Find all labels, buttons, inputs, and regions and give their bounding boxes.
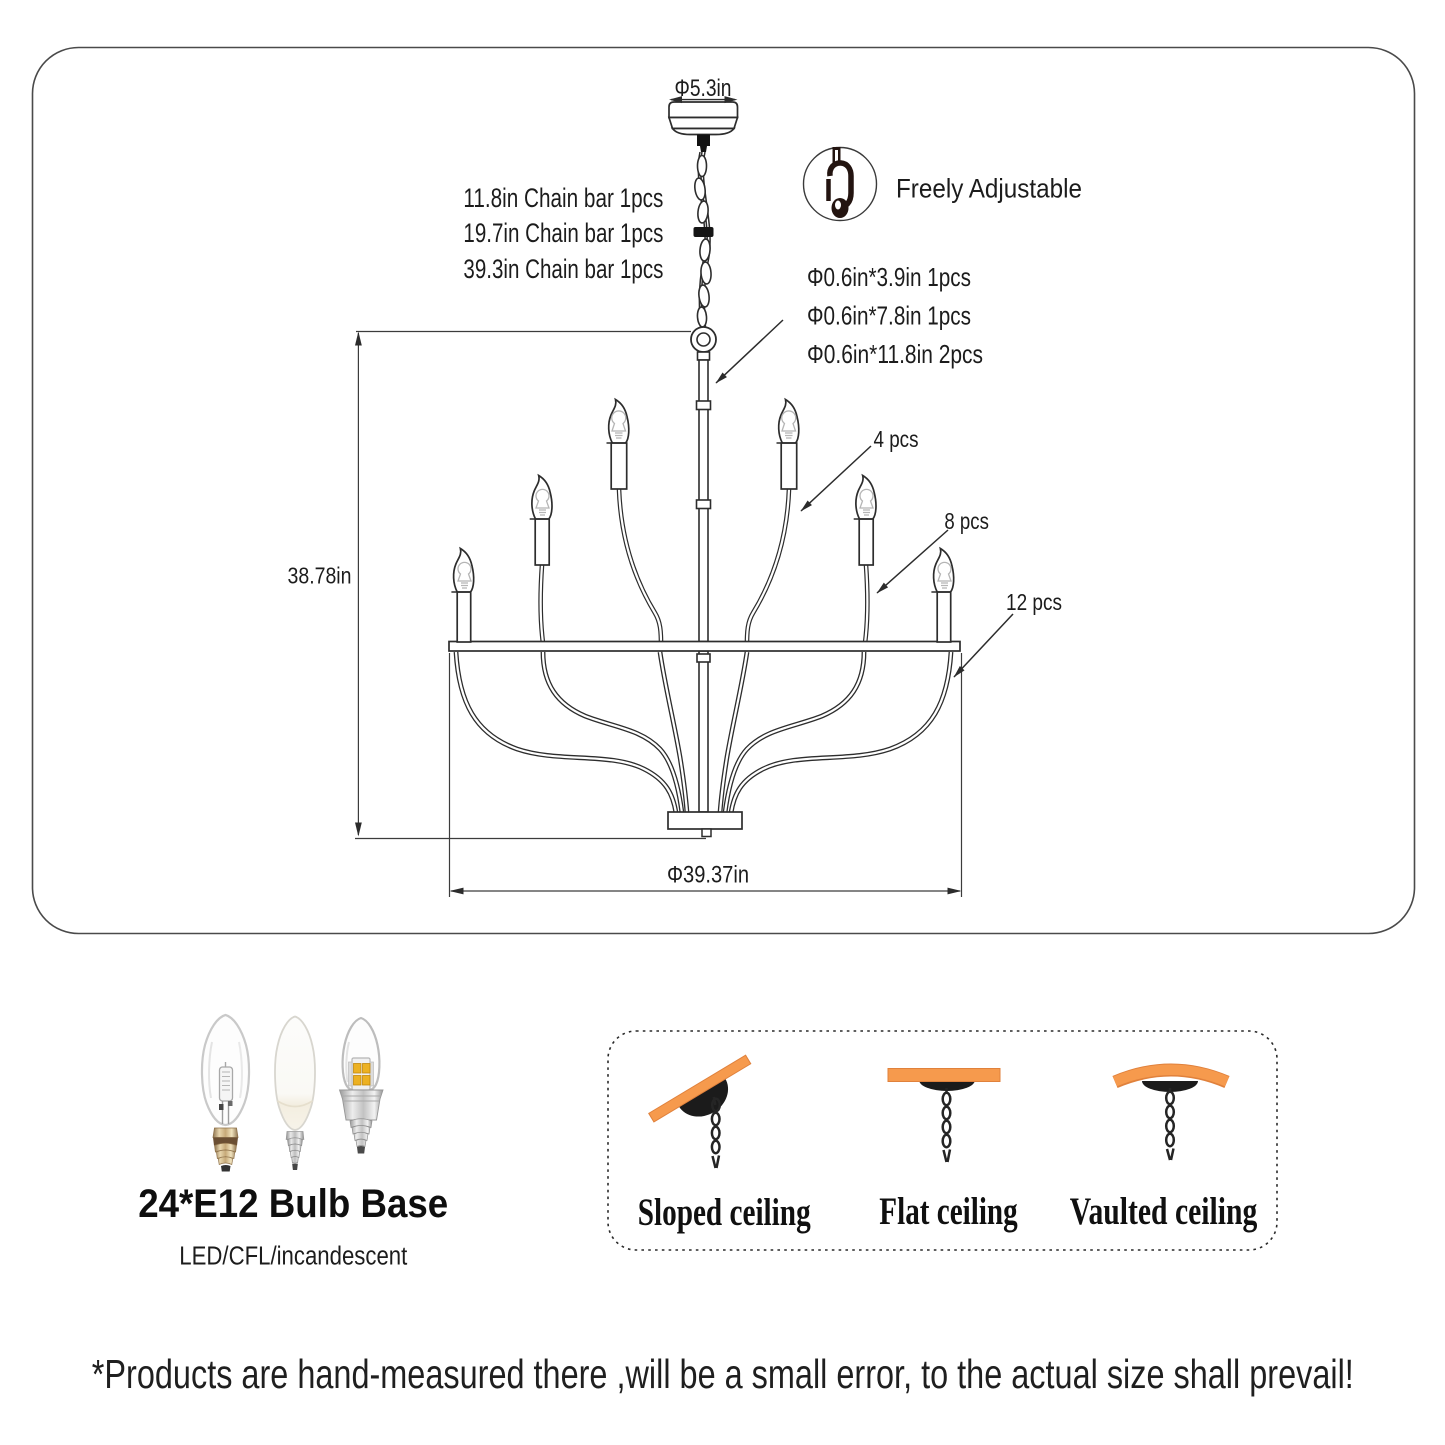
svg-text:Sloped ceiling: Sloped ceiling bbox=[638, 1191, 811, 1234]
svg-text:LED/CFL/incandescent: LED/CFL/incandescent bbox=[179, 1243, 407, 1271]
svg-text:Φ5.3in: Φ5.3in bbox=[675, 75, 732, 102]
svg-text:19.7in Chain bar 1pcs: 19.7in Chain bar 1pcs bbox=[463, 218, 663, 248]
svg-text:Freely Adjustable: Freely Adjustable bbox=[896, 174, 1082, 204]
svg-text:38.78in: 38.78in bbox=[288, 563, 352, 589]
svg-text:Φ0.6in*3.9in 1pcs: Φ0.6in*3.9in 1pcs bbox=[807, 262, 971, 292]
svg-text:12 pcs: 12 pcs bbox=[1006, 589, 1062, 615]
svg-text:39.3in Chain bar 1pcs: 39.3in Chain bar 1pcs bbox=[463, 254, 663, 284]
svg-text:11.8in Chain bar 1pcs: 11.8in Chain bar 1pcs bbox=[463, 183, 663, 213]
svg-text:*Products are hand-measured th: *Products are hand-measured there ,will … bbox=[92, 1351, 1354, 1397]
svg-text:Flat ceiling: Flat ceiling bbox=[879, 1190, 1018, 1233]
svg-text:Φ0.6in*11.8in 2pcs: Φ0.6in*11.8in 2pcs bbox=[807, 339, 983, 369]
svg-text:Φ39.37in: Φ39.37in bbox=[667, 862, 749, 889]
svg-text:Φ0.6in*7.8in 1pcs: Φ0.6in*7.8in 1pcs bbox=[807, 301, 971, 331]
svg-text:8 pcs: 8 pcs bbox=[944, 508, 989, 534]
svg-text:4 pcs: 4 pcs bbox=[874, 426, 919, 452]
svg-text:24*E12 Bulb Base: 24*E12 Bulb Base bbox=[138, 1182, 448, 1226]
svg-text:Vaulted ceiling: Vaulted ceiling bbox=[1070, 1190, 1258, 1233]
